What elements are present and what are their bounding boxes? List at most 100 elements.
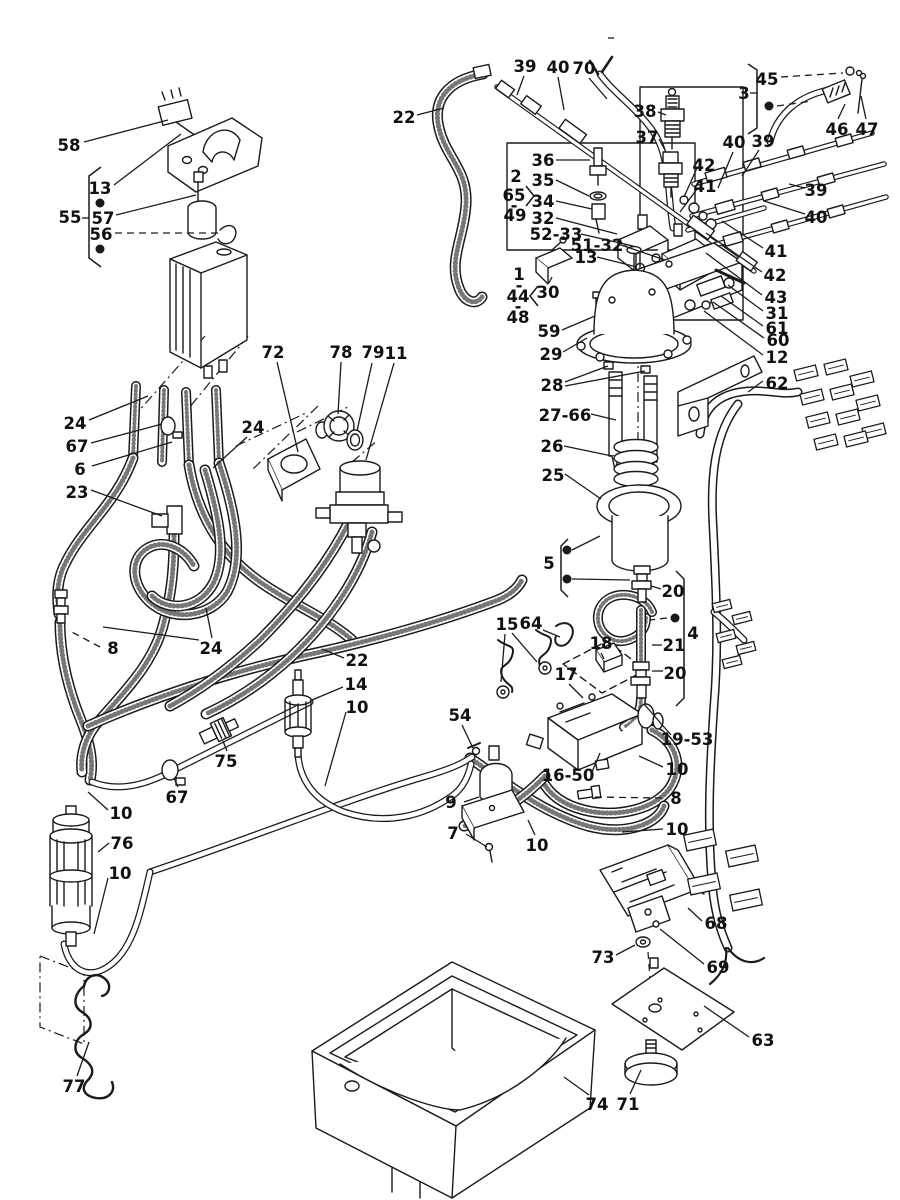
drain-valve-20-lower bbox=[630, 661, 651, 699]
safety-valve-30 bbox=[535, 236, 573, 285]
leader-line bbox=[511, 632, 538, 663]
leader-lines bbox=[67, 37, 867, 1096]
check-valve-75 bbox=[198, 716, 240, 745]
leader-line bbox=[83, 119, 169, 143]
leader-line bbox=[311, 686, 344, 701]
part-label: 57 bbox=[92, 209, 115, 228]
connector-block bbox=[829, 383, 855, 401]
part-label: 35 bbox=[532, 171, 555, 190]
leader-line bbox=[615, 944, 636, 956]
leader-line bbox=[705, 232, 763, 273]
leader-line bbox=[205, 607, 213, 639]
boiler-cup bbox=[611, 515, 669, 572]
pump-16-50 bbox=[525, 693, 664, 771]
leader-line bbox=[173, 777, 179, 788]
drip-tray-74 bbox=[311, 961, 596, 1199]
part-label: 21 bbox=[663, 636, 686, 655]
leader-line bbox=[276, 361, 299, 453]
hoses-and-pipes bbox=[52, 68, 889, 986]
part-label: 22 bbox=[393, 108, 416, 127]
leader-line bbox=[717, 151, 734, 189]
fitting-36 bbox=[589, 147, 607, 186]
leader-line bbox=[721, 220, 764, 249]
part-label: 68 bbox=[705, 914, 728, 933]
leader-line bbox=[564, 365, 609, 383]
leader-line bbox=[102, 626, 200, 641]
part-label: 43 bbox=[765, 288, 788, 307]
connector-block bbox=[823, 358, 849, 376]
part-label: 10 bbox=[109, 864, 132, 883]
filter-canister-76 bbox=[49, 805, 93, 947]
inline-filter-14 bbox=[284, 669, 312, 758]
connector-block bbox=[805, 411, 831, 429]
rubber-foot-71 bbox=[624, 1039, 678, 1086]
leader-line bbox=[629, 1069, 642, 1095]
leader-line bbox=[705, 252, 763, 296]
leader-line bbox=[657, 111, 667, 116]
leader-line bbox=[837, 103, 846, 120]
water-tank bbox=[169, 241, 248, 379]
group-bracket bbox=[675, 570, 685, 707]
leader-line bbox=[571, 535, 601, 551]
leader-line bbox=[500, 633, 506, 683]
part-label: 34 bbox=[532, 192, 555, 211]
leader-line bbox=[600, 652, 605, 660]
part-label: 47 bbox=[856, 120, 879, 139]
part-label: 18 bbox=[590, 634, 613, 653]
leader-line bbox=[638, 755, 664, 768]
part-label: 17 bbox=[555, 665, 578, 684]
leader-line bbox=[113, 133, 182, 186]
connector-block bbox=[843, 430, 869, 448]
t-connector-23 bbox=[151, 505, 183, 535]
leader-line bbox=[564, 370, 646, 387]
part-label: 5 bbox=[543, 554, 554, 573]
part-label: 55 bbox=[59, 208, 82, 227]
float-switch-assembly bbox=[157, 87, 263, 245]
part-label: 45 bbox=[756, 70, 779, 89]
part-label: 16-50 bbox=[542, 766, 595, 785]
boiler-dome-29 bbox=[576, 245, 692, 364]
screw-45 bbox=[845, 66, 863, 77]
leader-line bbox=[563, 445, 613, 457]
leader-line bbox=[461, 724, 474, 749]
part-label: 72 bbox=[262, 343, 285, 362]
leader-line bbox=[703, 310, 764, 356]
leader-line bbox=[542, 629, 561, 638]
leader-line bbox=[564, 473, 602, 500]
leader-line bbox=[590, 413, 617, 421]
part-label: 32 bbox=[532, 209, 555, 228]
part-label: 15 bbox=[496, 615, 519, 634]
leader-line bbox=[212, 436, 248, 469]
leader-line bbox=[727, 284, 764, 312]
part-label: 49 bbox=[504, 206, 527, 225]
part-label: 7 bbox=[447, 824, 458, 843]
part-label: 23 bbox=[66, 483, 89, 502]
leader-line bbox=[91, 441, 173, 467]
clip-56 bbox=[217, 224, 237, 245]
leader-line bbox=[555, 217, 618, 235]
part-label: 41 bbox=[765, 242, 788, 261]
part-label: 10 bbox=[526, 836, 549, 855]
pin-47 bbox=[857, 72, 867, 114]
connector-block bbox=[711, 598, 733, 614]
group-box-boiler-fittings bbox=[506, 142, 696, 251]
leader-line bbox=[90, 423, 163, 444]
connector-block bbox=[721, 654, 743, 670]
part-label: 12 bbox=[766, 348, 789, 367]
heater-plug-37 bbox=[658, 151, 683, 198]
pipe-fittings bbox=[679, 133, 854, 247]
washer-73 bbox=[635, 936, 651, 948]
hose-clamp-67-upper bbox=[160, 416, 183, 439]
cleaning-wire-77 bbox=[74, 974, 115, 1100]
leader-line bbox=[679, 188, 698, 213]
part-label: 78 bbox=[330, 343, 353, 362]
connector-block bbox=[682, 828, 718, 852]
part-label: 29 bbox=[540, 345, 563, 364]
leader-line bbox=[416, 107, 445, 116]
leader-line bbox=[860, 95, 867, 120]
leader-line bbox=[776, 100, 813, 107]
connector-block bbox=[731, 610, 753, 626]
part-label: 60 bbox=[767, 331, 790, 350]
leader-line bbox=[687, 907, 703, 922]
